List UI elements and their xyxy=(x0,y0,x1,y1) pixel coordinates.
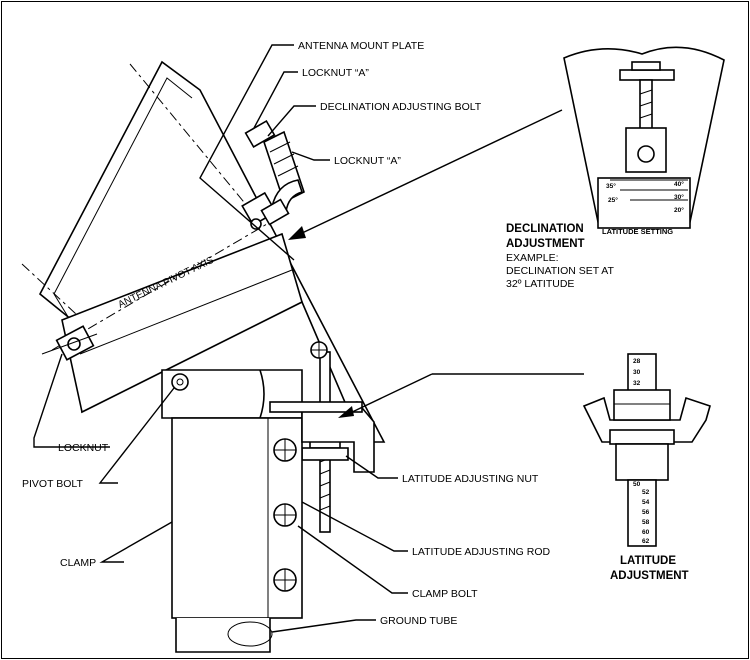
lat-rod-top-0: 28 xyxy=(633,358,641,365)
label-antenna-mount-plate: ANTENNA MOUNT PLATE xyxy=(298,40,424,52)
dec-scale-35: 35° xyxy=(606,182,616,190)
declination-title-line2: ADJUSTMENT xyxy=(506,238,585,250)
lat-rod-bottom-0: 50 xyxy=(633,481,641,488)
declination-example-line3: 32º LATITUDE xyxy=(506,278,574,290)
antenna-mount-plate xyxy=(38,60,386,443)
clamp-bolt-lower xyxy=(273,568,297,592)
clamp-bolt-middle xyxy=(273,503,297,527)
label-latitude-adjusting-rod: LATITUDE ADJUSTING ROD xyxy=(412,546,550,558)
label-pivot-bolt: PIVOT BOLT xyxy=(22,478,83,490)
label-locknut: LOCKNUT xyxy=(58,442,109,454)
latitude-title-line2: ADJUSTMENT xyxy=(610,570,689,582)
plate-center-line xyxy=(129,63,263,225)
ground-tube xyxy=(175,618,273,653)
label-latitude-adjusting-nut: LATITUDE ADJUSTING NUT xyxy=(402,473,539,485)
declination-example-line1: EXAMPLE: xyxy=(506,252,559,264)
label-locknut-a-top: LOCKNUT “A” xyxy=(302,67,369,79)
lat-rod-top-1: 30 xyxy=(633,369,641,376)
dec-scale-20: 20° xyxy=(674,206,684,214)
pivot-axis-left-end xyxy=(21,263,77,315)
lat-rod-bottom-2: 54 xyxy=(642,499,650,506)
pivot-bolt xyxy=(41,325,98,361)
dec-scale-40: 40° xyxy=(674,180,684,188)
dec-scale-25: 25° xyxy=(608,196,618,204)
leader-lines xyxy=(33,44,584,633)
clamp xyxy=(161,369,375,619)
label-locknut-a-mid: LOCKNUT “A” xyxy=(334,155,401,167)
label-declination-adjusting-bolt: DECLINATION ADJUSTING BOLT xyxy=(320,101,482,113)
lat-rod-bottom-1: 52 xyxy=(642,489,650,496)
lat-rod-bottom-3: 56 xyxy=(642,509,650,516)
latitude-inset: 28 30 32 50 52 54 56 58 60 62 xyxy=(582,353,711,547)
lat-rod-top-2: 32 xyxy=(633,380,641,387)
declination-inset: 35° 40° 25° 30° 20° LATITUDE SETTING xyxy=(563,46,725,236)
dec-scale-30: 30° xyxy=(674,193,684,201)
lat-rod-bottom-4: 58 xyxy=(642,519,650,526)
declination-adjusting-bolt xyxy=(241,119,305,230)
declination-title-line1: DECLINATION xyxy=(506,223,584,235)
label-ground-tube: GROUND TUBE xyxy=(380,615,457,627)
latitude-title-line1: LATITUDE xyxy=(620,555,676,567)
lat-rod-bottom-6: 62 xyxy=(642,538,650,545)
lat-rod-bottom-5: 60 xyxy=(642,529,650,536)
label-clamp-bolt: CLAMP BOLT xyxy=(412,588,478,600)
declination-example-line2: DECLINATION SET AT xyxy=(506,265,615,277)
dec-scale-caption: LATITUDE SETTING xyxy=(602,227,673,236)
label-clamp: CLAMP xyxy=(60,557,96,569)
clamp-bolt-upper xyxy=(273,438,297,462)
